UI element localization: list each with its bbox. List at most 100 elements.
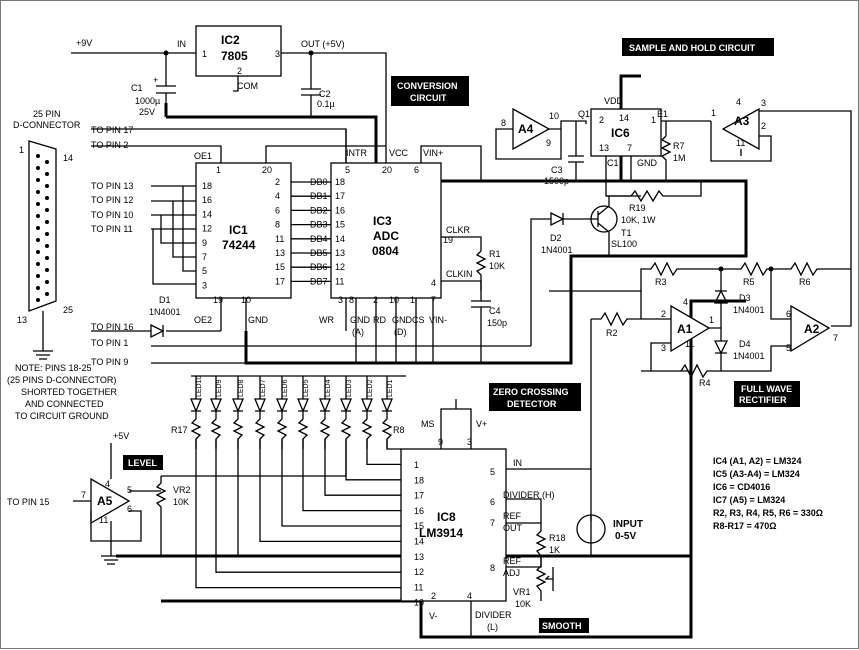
- ic6-pin14: 14: [619, 113, 629, 123]
- ic8-left-pin-number: 14: [414, 537, 424, 547]
- ground-bus: [166, 115, 748, 365]
- parts-list-item: IC6 = CD4016: [713, 482, 770, 492]
- c2-symbol: [301, 53, 321, 117]
- a2-name: A2: [804, 322, 820, 336]
- note-line-1: NOTE: PINS 18-25: [15, 363, 92, 373]
- ic8-vminus: V-: [429, 611, 438, 621]
- led-label: LED4: [325, 379, 332, 397]
- connector-pin-dot: [45, 160, 49, 164]
- ic3-cs: CS: [412, 315, 425, 325]
- ic3-vin-plus: VIN+: [423, 148, 443, 158]
- led-resistor: [210, 376, 222, 449]
- ic8-left-pin-number: 1: [414, 460, 419, 470]
- ic3-intr: INTR: [346, 148, 367, 158]
- d1-name: D1: [159, 295, 171, 305]
- ic8-left-pin-number: 12: [414, 567, 424, 577]
- ic8-divh: DIVIDER (H): [503, 490, 555, 500]
- parts-list-item: IC7 (A5) = LM324: [713, 495, 785, 505]
- c3-name: C3: [551, 165, 563, 175]
- a4-name: A4: [518, 122, 534, 136]
- note-line-2: (25 PINS D-CONNECTOR): [7, 375, 116, 385]
- ic3-gnd-d: GND: [392, 315, 413, 325]
- ic3-db-pin-number: 18: [335, 177, 345, 187]
- d4-name: D4: [739, 339, 751, 349]
- a3-opamp: [721, 107, 760, 151]
- ic8-ms: MS: [421, 419, 435, 429]
- ic3-name: IC3: [373, 214, 392, 228]
- parts-list-item: IC4 (A1, A2) = LM324: [713, 456, 801, 466]
- ic1-right-pin-number: 11: [275, 234, 284, 244]
- ic2-wires: [71, 52, 387, 146]
- a5-pin7: 7: [81, 490, 86, 500]
- ic2-pin2: 2: [237, 66, 242, 76]
- connector-title-2: D-CONNECTOR: [13, 120, 81, 130]
- zero-crossing-label-2: DETECTOR: [507, 399, 557, 409]
- connector-pin-dot: [36, 298, 40, 302]
- ic3-db-label: DB7: [310, 276, 328, 286]
- note-line-3: SHORTED TOGETHER: [21, 387, 118, 397]
- d3-name: D3: [739, 293, 751, 303]
- led-label: LED1: [387, 379, 394, 397]
- ic3-part-2: 0804: [372, 244, 399, 258]
- ic1-pin1: 1: [216, 165, 221, 175]
- parts-list-item: R8-R17 = 470Ω: [713, 521, 777, 531]
- ic3-vin-minus: VIN-: [429, 315, 447, 325]
- connector-pin-dot: [36, 214, 40, 218]
- ic1-right-pin-number: 15: [275, 262, 285, 272]
- c1-symbol: [156, 53, 176, 103]
- a1-name: A1: [677, 322, 693, 336]
- ic3-db-label: DB3: [310, 220, 328, 230]
- led-resistor: [381, 376, 393, 449]
- d-connector-ground: [33, 311, 53, 360]
- ic8-left-pin-number: 13: [414, 552, 424, 562]
- ic8-divl-1: DIVIDER: [475, 610, 512, 620]
- ic6-q1: Q1: [578, 109, 590, 119]
- a1-pin2: 2: [661, 309, 666, 319]
- fwr-label-2: RECTIFIER: [739, 395, 787, 405]
- vr1-name: VR1: [513, 587, 531, 597]
- supply-label: +9V: [76, 38, 92, 48]
- a1-pin3: 3: [661, 343, 666, 353]
- ic3-pin4: 4: [431, 278, 436, 288]
- ic3-pin1: 1: [410, 295, 415, 305]
- fwr-badge: [734, 381, 800, 407]
- led-icon: [254, 398, 266, 413]
- led-label: LED2: [367, 379, 374, 397]
- connector-pin-dot: [45, 256, 49, 260]
- led-icon: [190, 398, 202, 413]
- ic1-left-pin-number: 9: [202, 238, 207, 248]
- ic8-pin2: 2: [431, 591, 436, 601]
- ic8-left-pin-number: 18: [414, 475, 424, 485]
- to-pin-13: TO PIN 13: [91, 181, 133, 191]
- a5-pin4: 4: [105, 479, 110, 489]
- led-resistor: [361, 376, 373, 449]
- d2-symbol: [530, 211, 581, 346]
- ic8-refadj-1: REF: [503, 556, 522, 566]
- connector-pin13: 13: [17, 315, 27, 325]
- connector-pin-dot: [45, 244, 49, 248]
- vr2-symbol: [155, 449, 347, 556]
- ic6-pin13: 13: [599, 143, 609, 153]
- ic3-pin5: 5: [345, 165, 350, 175]
- ic3-clkin: CLKIN: [446, 269, 473, 279]
- ic2-name: IC2: [221, 33, 240, 47]
- led-ic8-wire: [345, 439, 401, 481]
- conversion-label-1: CONVERSION: [397, 81, 458, 91]
- ic3-gnd-a2: (A): [352, 327, 364, 337]
- a1-wires: [591, 291, 721, 379]
- ic2-pin1: 1: [202, 49, 207, 59]
- r7-value: 1M: [673, 153, 686, 163]
- to-pin-2: TO PIN 2: [91, 140, 128, 150]
- d3-part: 1N4001: [733, 305, 765, 315]
- a5-name: A5: [97, 494, 113, 508]
- led-resistor: [232, 376, 244, 449]
- connector-pin14: 14: [63, 153, 73, 163]
- led-label: LED7: [260, 379, 267, 397]
- ic1-oe2: OE2: [194, 315, 212, 325]
- a3-pin1: 1: [711, 108, 716, 118]
- smooth-badge: [539, 618, 589, 633]
